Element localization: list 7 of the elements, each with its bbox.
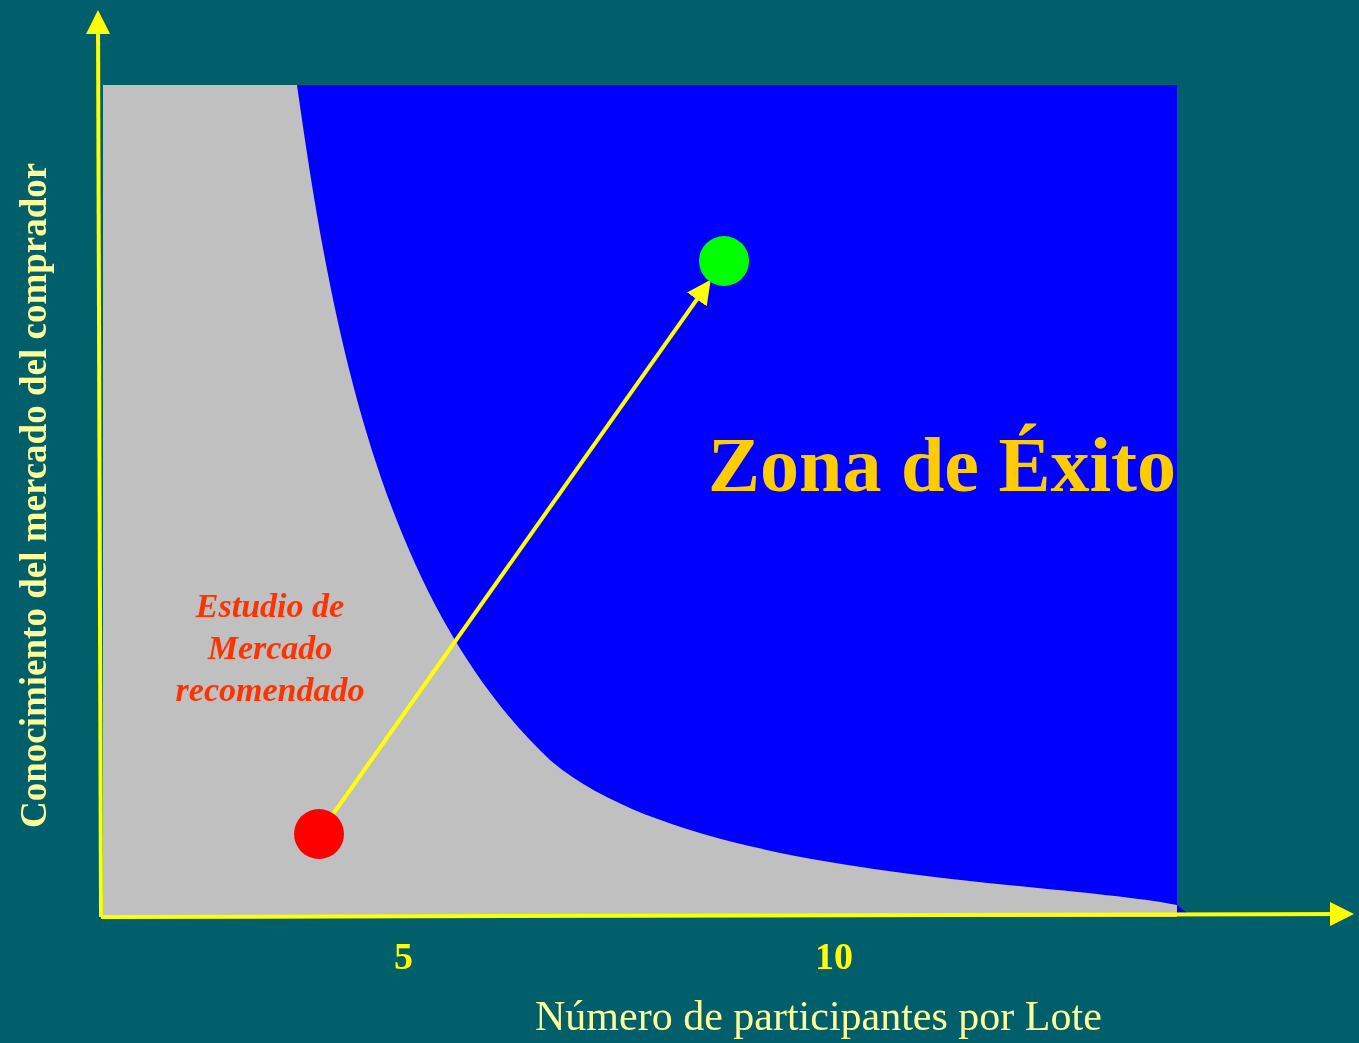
tick-label: 5 bbox=[394, 934, 413, 978]
y-axis-label: Conocimiento del mercado del comprador bbox=[12, 161, 55, 830]
tick-label: 10 bbox=[815, 934, 853, 978]
arrow bbox=[331, 279, 711, 815]
zone-title: Zona de Éxito bbox=[708, 420, 1177, 510]
annotation-text: Estudio de Mercado recomendado bbox=[174, 586, 366, 710]
x-axis-label: Número de participantes por Lote bbox=[535, 992, 1102, 1040]
